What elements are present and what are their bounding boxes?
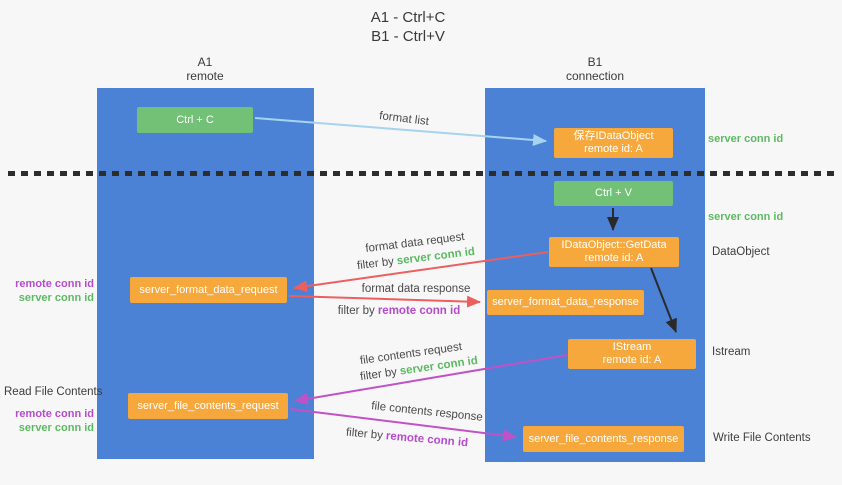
read-file-contents-label: Read File Contents	[4, 386, 103, 398]
filter-by-text: filter by	[345, 426, 384, 442]
server-conn-id-label-2: server conn id	[18, 421, 94, 434]
node-server-file-contents-request: server_file_contents_request	[128, 393, 288, 419]
remote-conn-id-inline-1: remote conn id	[377, 305, 461, 317]
file-contents-response-label: file contents response	[370, 400, 484, 424]
node-server-format-data-response: server_format_data_response	[487, 290, 644, 315]
ctrl-v-label: Ctrl + V	[595, 187, 632, 199]
node-ctrl-c: Ctrl + C	[137, 107, 253, 133]
remote-conn-id-inline-2: remote conn id	[385, 430, 469, 450]
format-response-label: server_format_data_response	[492, 296, 639, 308]
server-conn-id-top-label: server conn id	[708, 133, 784, 145]
format-request-label: server_format_data_request	[139, 283, 278, 296]
istream-line2: remote id: A	[602, 354, 662, 366]
title-line-1: A1 - Ctrl+C	[370, 9, 446, 26]
save-idataobject-line1: 保存IDataObject	[573, 130, 654, 142]
format-response-arrow	[288, 295, 481, 308]
lane-a1-subtitle: remote	[186, 69, 224, 83]
file-request-label: server_file_contents_request	[137, 399, 279, 412]
format-data-response-label: format data response	[361, 283, 471, 295]
istream-side-label: Istream	[712, 346, 751, 358]
dataobject-label: DataObject	[712, 246, 770, 258]
filter-by-text: filter by	[359, 366, 398, 384]
left-conn-pair-format: remote conn id server conn id	[8, 278, 94, 305]
lane-header-b1: B1 connection	[525, 55, 665, 83]
node-save-idataobject: 保存IDataObject remote id: A	[554, 128, 673, 158]
node-server-format-data-request: server_format_data_request	[130, 277, 287, 303]
diagram-title: A1 - Ctrl+C B1 - Ctrl+V	[371, 8, 446, 46]
node-ctrl-v: Ctrl + V	[554, 181, 673, 206]
getdata-line1: IDataObject::GetData	[561, 239, 667, 251]
getdata-line2: remote id: A	[584, 252, 644, 264]
filter-by-text: filter by	[337, 305, 375, 317]
write-file-contents-label: Write File Contents	[713, 432, 811, 444]
dotted-separator	[8, 171, 834, 176]
ctrl-c-label: Ctrl + C	[176, 113, 214, 126]
lane-a1-title: A1	[197, 55, 213, 69]
remote-conn-id-label-2: remote conn id	[15, 408, 94, 420]
node-server-file-contents-response: server_file_contents_response	[523, 426, 684, 452]
node-istream: IStream remote id: A	[568, 339, 696, 369]
lane-header-a1: A1 remote	[135, 55, 275, 83]
node-idataobject-getdata: IDataObject::GetData remote id: A	[549, 237, 679, 267]
server-conn-id-label-1: server conn id	[18, 291, 94, 304]
file-response-label: server_file_contents_response	[528, 432, 679, 445]
lane-b1-subtitle: connection	[565, 69, 625, 83]
format-list-label: format list	[378, 110, 430, 128]
lane-b1-title: B1	[587, 55, 603, 69]
filter-by-text: filter by	[356, 255, 395, 273]
istream-line1: IStream	[612, 341, 652, 353]
title-line-2: B1 - Ctrl+V	[371, 28, 445, 45]
remote-conn-id-label-1: remote conn id	[15, 278, 94, 290]
left-conn-pair-file: remote conn id server conn id	[8, 408, 94, 435]
server-conn-id-mid-label: server conn id	[708, 211, 784, 223]
save-idataobject-line2: remote id: A	[584, 143, 643, 155]
